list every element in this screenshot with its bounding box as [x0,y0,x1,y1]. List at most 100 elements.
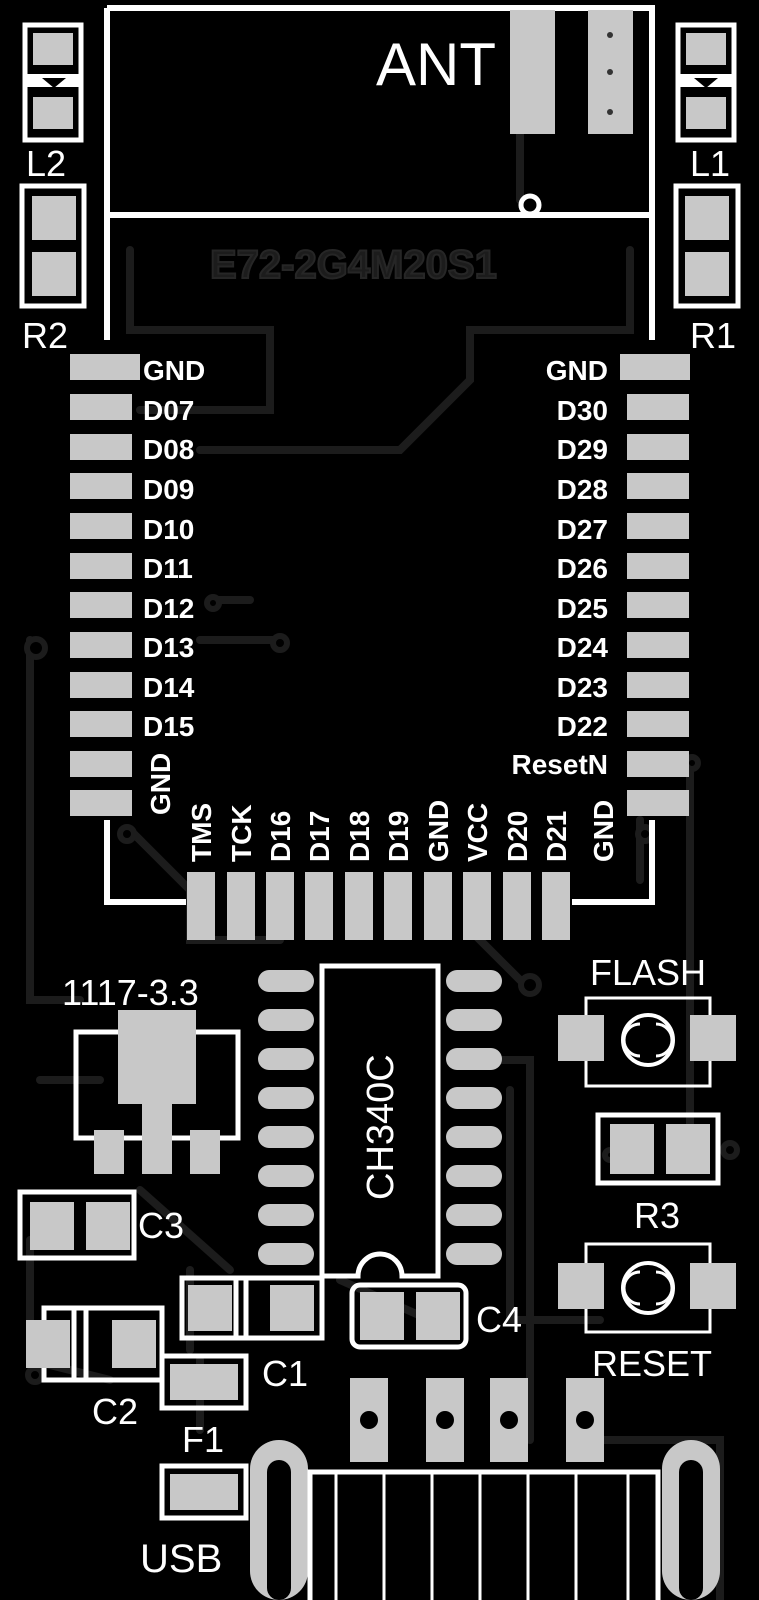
capacitor-c1: C1 [179,1275,325,1394]
led-pad [686,97,726,129]
usb-label: USB [140,1537,222,1581]
antenna-dot [607,32,613,38]
pin-label: GND [143,355,205,386]
module-pad [187,872,215,940]
chip-pin-pad [446,1009,502,1031]
chip-pin-pad [446,1243,502,1265]
led-l2: L2 [22,22,84,184]
module-pad [70,394,132,420]
module-pad [70,354,140,380]
chip-pin-pad [446,970,502,992]
pin-label: D13 [143,632,194,663]
button-pad [690,1263,736,1309]
pin-label: D11 [143,553,193,584]
pin-label: D08 [143,434,194,465]
resistor-pad [32,196,76,240]
pin-label: D12 [143,593,194,624]
capacitor-c2: C2 [26,1305,165,1432]
component-outline [179,1275,325,1341]
pin-label: D29 [557,434,608,465]
module-pad [70,553,132,579]
module-pad [627,751,689,777]
pin-label: D25 [557,593,608,624]
regulator: 1117-3.3 [62,972,241,1174]
pin-label: D30 [557,395,608,426]
chip-pin-pad [258,1243,314,1265]
antenna-feed-pad [510,10,555,134]
module-bottom-outline [104,820,655,905]
pin-label: TMS [186,803,217,862]
pin-label: D10 [143,514,194,545]
button-actuator-detail [622,1270,674,1306]
module-pad [70,434,132,460]
capacitor-pad [270,1285,314,1331]
module-pad [627,592,689,618]
led-l1: L1 [675,22,737,184]
fuse-f1-label: F1 [182,1419,224,1460]
usb-pad-hole [436,1411,454,1429]
usb-body-lines [334,1472,630,1600]
bottom-pin-labels: TMS TCK D16 D17 D18 D19 GND VCC D20 D21 [186,800,572,862]
chip-right-pins [446,970,502,1265]
reset-button-label: RESET [592,1343,712,1384]
capacitor-pad [360,1292,404,1340]
capacitor-pad [188,1285,232,1331]
capacitor-c3-label: C3 [138,1205,184,1246]
component-outline [595,1112,721,1186]
module-pad [70,751,132,777]
flash-button-label: FLASH [590,952,706,993]
led-pad [33,33,73,65]
module-right-pads [620,354,690,816]
fuse-pad [170,1364,238,1400]
led-l2-label: L2 [26,143,66,184]
pin-label: GND [588,800,619,862]
led-pad [686,33,726,65]
chip-label: CH340C [360,1054,402,1200]
right-pin-labels: GND D30 D29 D28 D27 D26 D25 D24 D23 D22 … [512,355,619,862]
chip-pin-pad [258,1009,314,1031]
resistor-r2-label: R2 [22,315,68,356]
component-outline [159,1353,249,1411]
regulator-pin-pad [94,1130,124,1174]
resistor-r3-label: R3 [634,1195,680,1236]
usb-pad-hole [360,1411,378,1429]
module-pad [627,711,689,737]
pin-label: D09 [143,474,194,505]
component-outline [673,183,741,309]
module-pad [627,632,689,658]
wireless-module: ANT E72-2G4M20S1 [104,5,655,905]
module-left-pads [70,354,140,816]
module-pad [70,632,132,658]
pin-label: D22 [557,711,608,742]
left-pin-labels: GND D07 D08 D09 D10 D11 D12 D13 D14 D15 … [143,355,205,815]
module-pad [305,872,333,940]
antenna-test-point [518,193,542,217]
module-pad [627,434,689,460]
button-pad [690,1015,736,1061]
resistor-pad [666,1124,710,1174]
capacitor-pad [26,1320,70,1368]
module-pad [345,872,373,940]
component-outline [675,22,737,143]
capacitor-c2-label: C2 [92,1391,138,1432]
regulator-pin-pad [142,1104,172,1174]
usb-shield-slot [267,1460,291,1600]
component-outline [19,183,87,309]
pin-label: D19 [383,811,414,862]
resistor-r1-label: R1 [690,315,736,356]
usb-body-outline [307,1469,661,1600]
chip-pin-pad [258,1165,314,1187]
pin-label: D24 [557,632,609,663]
regulator-label: 1117-3.3 [62,972,199,1013]
pin-label: GND [423,800,454,862]
resistor-pad [610,1124,654,1174]
resistor-pad [685,252,729,296]
component-outline [22,22,84,143]
chip-pin-pad [446,1204,502,1226]
pin-label: ResetN [512,749,608,780]
module-pad [627,473,689,499]
capacitor-pad [112,1320,156,1368]
module-pad [627,553,689,579]
